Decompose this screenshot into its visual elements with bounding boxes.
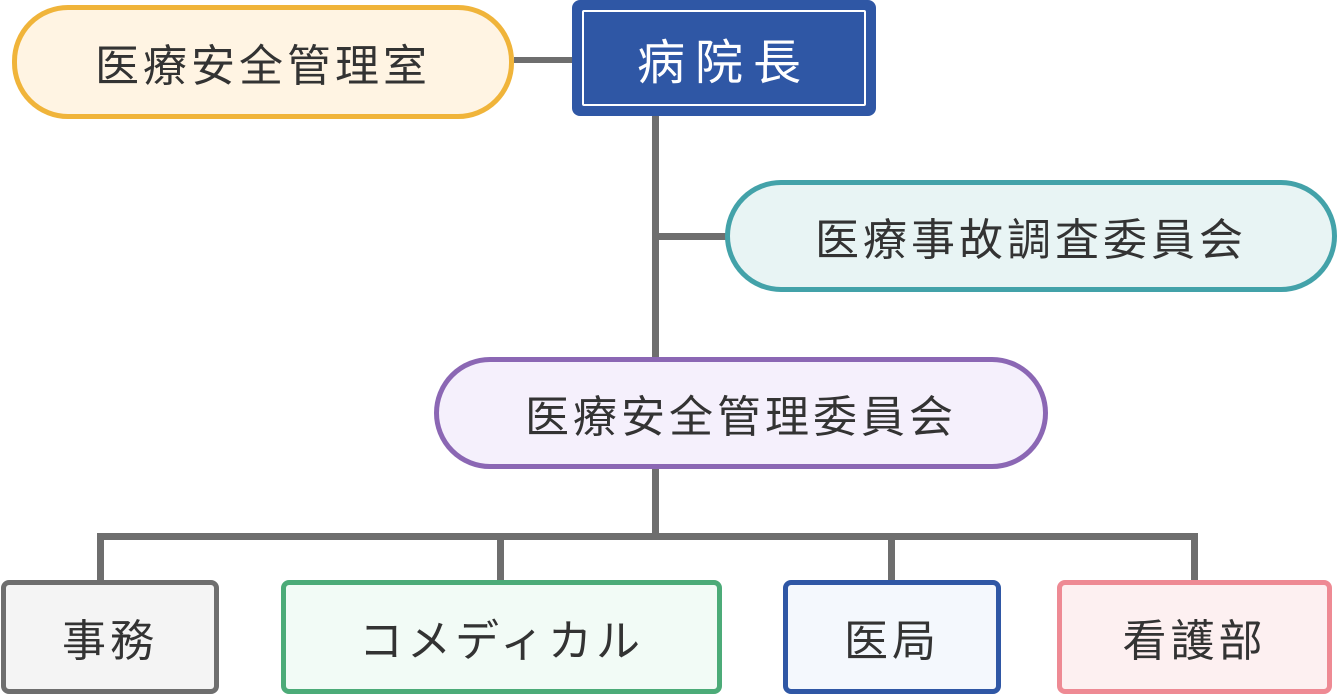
department-node-medical: 医局 xyxy=(783,580,1001,694)
connector-medical-drop xyxy=(888,533,895,582)
accident-investigation-committee-label: 医療事故調査委員会 xyxy=(815,215,1247,266)
department-label-medical: 医局 xyxy=(844,616,940,667)
connector-accident-committee-branch xyxy=(652,233,727,240)
safety-management-office-node: 医療安全管理室 xyxy=(12,5,514,119)
director-label: 病院長 xyxy=(636,35,811,91)
department-label-admin: 事務 xyxy=(62,616,158,667)
connector-department-bus xyxy=(97,533,1198,540)
safety-management-committee-node: 医療安全管理委員会 xyxy=(434,357,1048,469)
department-label-comedical: コメディカル xyxy=(359,616,644,667)
connector-comedical-drop xyxy=(497,533,504,582)
connector-safety-office-to-director xyxy=(514,57,574,63)
department-node-comedical: コメディカル xyxy=(281,580,722,694)
department-node-nursing: 看護部 xyxy=(1057,580,1332,694)
connector-committee-trunk xyxy=(652,467,659,539)
connector-nursing-drop xyxy=(1191,533,1198,582)
accident-investigation-committee-node: 医療事故調査委員会 xyxy=(725,180,1337,292)
department-label-nursing: 看護部 xyxy=(1122,616,1267,667)
department-node-admin: 事務 xyxy=(1,580,219,694)
director-node-inner-border xyxy=(582,10,866,106)
connector-admin-drop xyxy=(97,533,104,582)
safety-management-committee-label: 医療安全管理委員会 xyxy=(525,392,957,443)
safety-management-office-label: 医療安全管理室 xyxy=(95,41,431,92)
director-node: 病院長 xyxy=(572,0,876,116)
